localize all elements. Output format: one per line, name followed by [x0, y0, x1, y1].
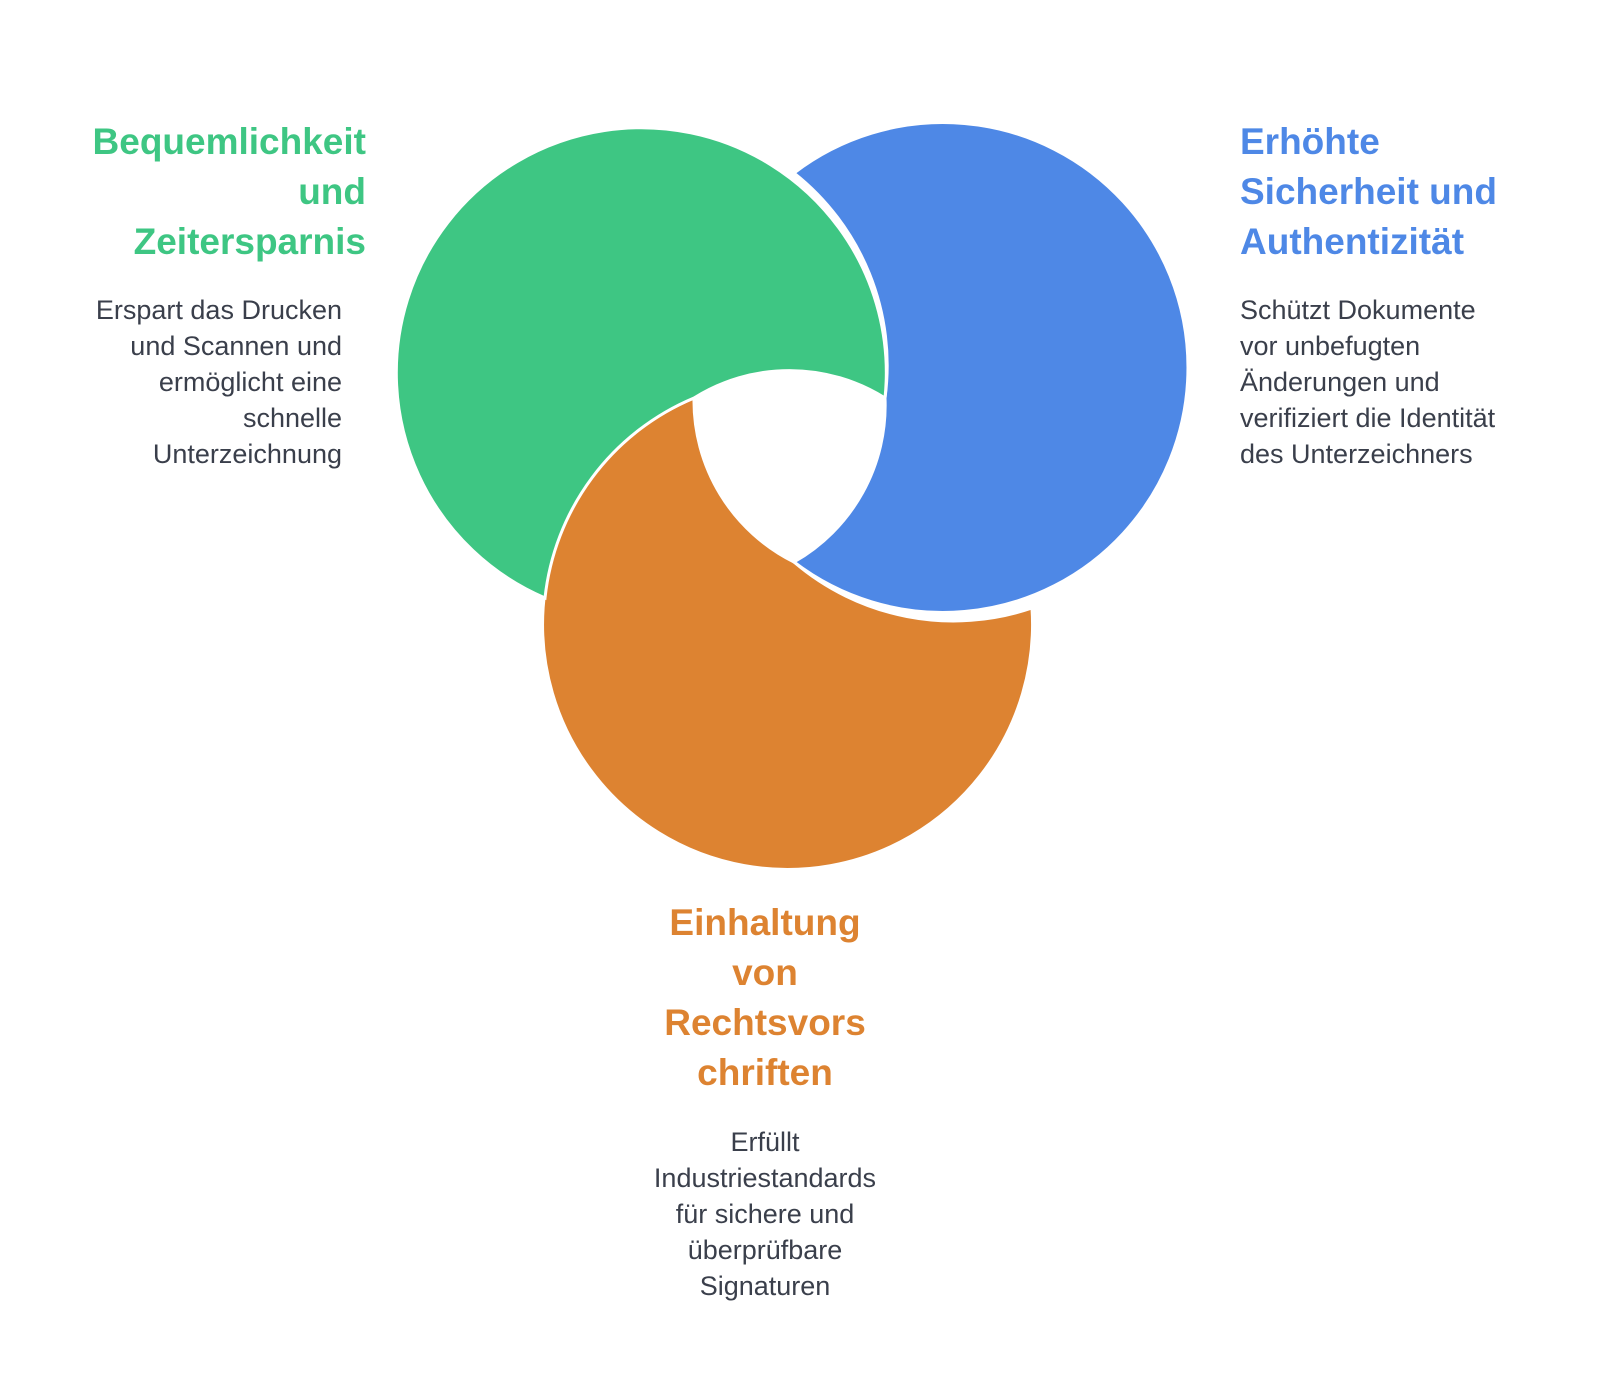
- security-title-line: Authentizität: [1240, 221, 1465, 262]
- security-desc-line: vor unbefugten: [1240, 331, 1421, 361]
- security-desc-line: Änderungen und: [1240, 367, 1440, 397]
- security-title-line: Sicherheit und: [1240, 171, 1497, 212]
- convenience-desc-line: ermöglicht eine: [158, 367, 342, 397]
- compliance-title-line: chriften: [697, 1052, 833, 1093]
- convenience-title-line: und: [298, 171, 366, 212]
- compliance-desc-line: überprüfbare: [687, 1235, 843, 1265]
- convenience-ring-segment: [394, 126, 888, 601]
- compliance-description: Erfüllt Industriestandards für sichere u…: [600, 1124, 930, 1304]
- security-description: Schützt Dokumente vor unbefugten Änderun…: [1240, 292, 1580, 472]
- security-desc-line: des Unterzeichners: [1240, 439, 1473, 469]
- compliance-desc-line: Industriestandards: [653, 1163, 877, 1193]
- compliance-desc-line: Erfüllt: [730, 1127, 800, 1157]
- security-desc-line: verifiziert die Identität: [1240, 403, 1496, 433]
- convenience-desc-line: und Scannen und: [130, 331, 342, 361]
- compliance-title-line: von: [732, 952, 798, 993]
- compliance-title-line: Einhaltung: [669, 902, 861, 943]
- convenience-title: Bequemlichkeit und Zeitersparnis: [40, 117, 366, 267]
- convenience-title-line: Zeitersparnis: [133, 221, 366, 262]
- security-title: Erhöhte Sicherheit und Authentizität: [1240, 117, 1570, 267]
- security-desc-line: Schützt Dokumente: [1240, 295, 1476, 325]
- convenience-description: Erspart das Drucken und Scannen und ermö…: [40, 292, 342, 472]
- security-title-line: Erhöhte: [1240, 121, 1380, 162]
- compliance-desc-line: für sichere und: [675, 1199, 855, 1229]
- convenience-desc-line: Unterzeichnung: [152, 439, 342, 469]
- compliance-title-line: Rechtsvors: [664, 1002, 866, 1043]
- convenience-desc-line: schnelle: [242, 403, 342, 433]
- convenience-desc-line: Erspart das Drucken: [95, 295, 342, 325]
- compliance-title: Einhaltung von Rechtsvors chriften: [600, 898, 930, 1098]
- compliance-desc-line: Signaturen: [699, 1271, 831, 1301]
- convenience-title-line: Bequemlichkeit: [92, 121, 366, 162]
